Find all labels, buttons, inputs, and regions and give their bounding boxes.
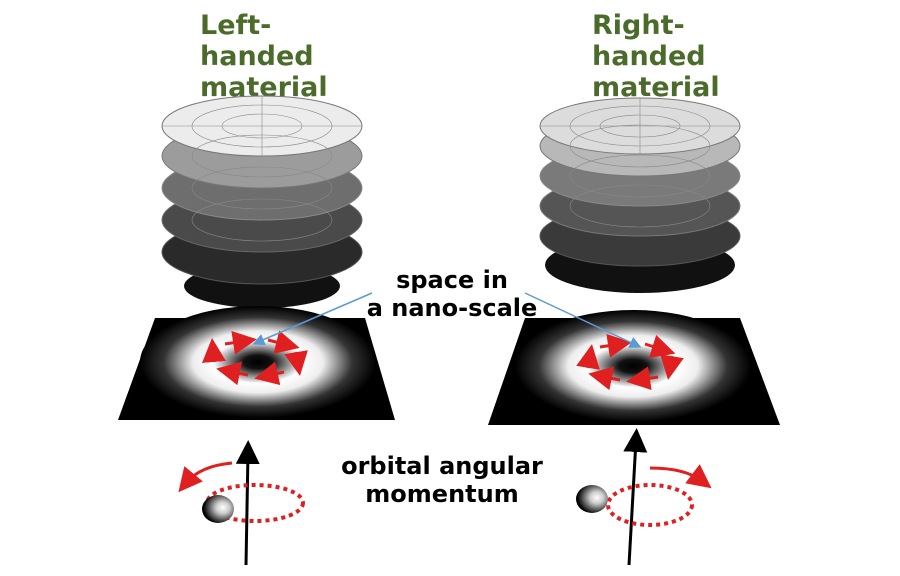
left-material-title: Left- handed material	[200, 10, 328, 103]
oam-label: orbital angular momentum	[341, 452, 543, 508]
left-particle	[202, 495, 234, 523]
left-pointer-line	[252, 292, 373, 346]
right-orbit	[606, 483, 694, 527]
right-pointer-line	[524, 292, 642, 348]
right-phase-rotation-arrows	[576, 333, 684, 391]
left-helical-wavefront	[161, 95, 363, 308]
right-material-title: Right- handed material	[592, 10, 720, 103]
left-phase-rotation-arrows	[202, 330, 308, 386]
right-particle	[576, 485, 608, 513]
left-orbit	[205, 483, 305, 523]
left-intensity-plane	[118, 306, 395, 420]
left-momentum-axis	[235, 440, 260, 566]
right-helical-wavefront	[539, 97, 741, 293]
right-intensity-plane	[488, 310, 780, 425]
space-label: space in a nano-scale	[366, 266, 538, 322]
left-orbit-direction-arrow	[178, 461, 233, 493]
right-orbit-direction-arrow	[649, 464, 712, 489]
right-momentum-axis	[623, 428, 648, 566]
